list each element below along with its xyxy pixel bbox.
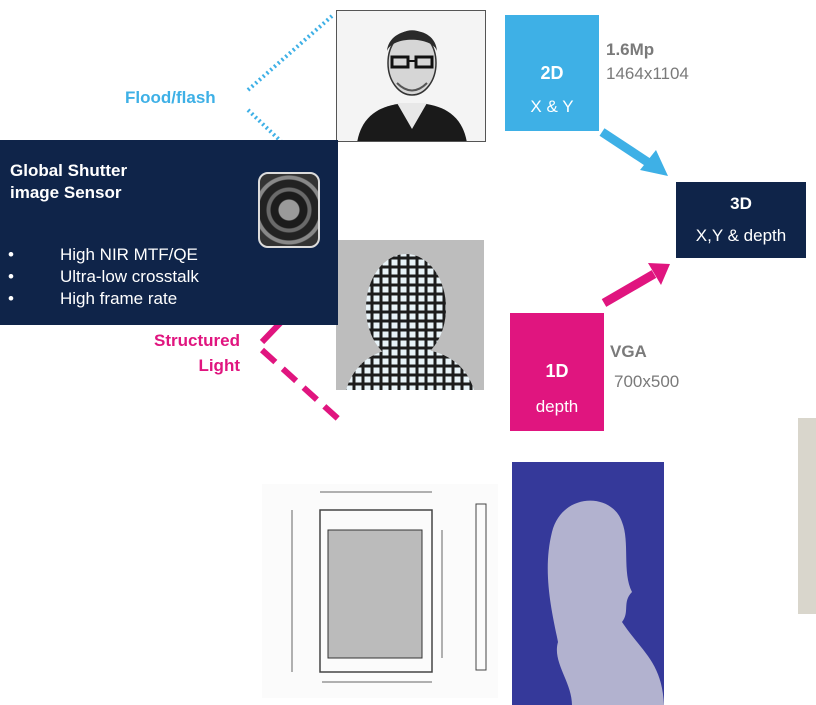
res-2d-label: 1.6Mp bbox=[606, 40, 655, 59]
box-2d-title: 2D bbox=[540, 63, 564, 83]
box-2d-subtitle: X & Y bbox=[530, 97, 574, 116]
structured-light-label-line1: Structured bbox=[154, 331, 240, 350]
arrow-1d-head bbox=[648, 263, 670, 285]
res-2d-value: 1464x1104 bbox=[606, 64, 689, 83]
sensor-feature-item: •Ultra-low crosstalk bbox=[8, 267, 199, 286]
sensor-feature-item: •High NIR MTF/QE bbox=[8, 245, 198, 264]
sensor-title: Global Shutter image Sensor bbox=[10, 161, 128, 202]
box-3d: 3D X,Y & depth bbox=[676, 182, 806, 258]
structured-light-label-line2: Light bbox=[198, 356, 240, 375]
structured-light-label: Structured Light bbox=[110, 328, 240, 378]
sensor-feature-list: •High NIR MTF/QE •Ultra-low crosstalk •H… bbox=[0, 244, 199, 310]
arrow-2d-shaft bbox=[599, 128, 655, 169]
arrow-1d-shaft bbox=[601, 270, 657, 307]
lens-module-icon bbox=[258, 172, 320, 248]
box-1d: 1D depth bbox=[510, 313, 604, 431]
bullet-icon: • bbox=[8, 267, 14, 286]
structured-light-photo bbox=[336, 240, 484, 390]
box-3d-subtitle: X,Y & depth bbox=[695, 226, 787, 245]
sensor-drawing bbox=[262, 484, 498, 698]
sensor-feature-item: •High frame rate bbox=[8, 289, 178, 308]
box-1d-title: 1D bbox=[545, 361, 569, 381]
box-1d-subtitle: depth bbox=[535, 397, 579, 416]
box-3d-title: 3D bbox=[730, 194, 752, 213]
flood-connector-upper bbox=[246, 14, 334, 92]
face-photo bbox=[336, 10, 486, 142]
structured-connector bbox=[259, 347, 348, 428]
arrow-2d-head bbox=[640, 150, 668, 176]
res-1d-label: VGA bbox=[610, 342, 647, 361]
bullet-icon: • bbox=[8, 245, 14, 264]
point-cloud-image bbox=[512, 462, 664, 705]
res-1d-value: 700x500 bbox=[614, 372, 680, 391]
side-photo bbox=[798, 418, 816, 614]
flood-flash-label: Flood/flash bbox=[125, 88, 216, 107]
box-2d: 2D X & Y bbox=[505, 15, 599, 131]
bullet-icon: • bbox=[8, 289, 14, 308]
